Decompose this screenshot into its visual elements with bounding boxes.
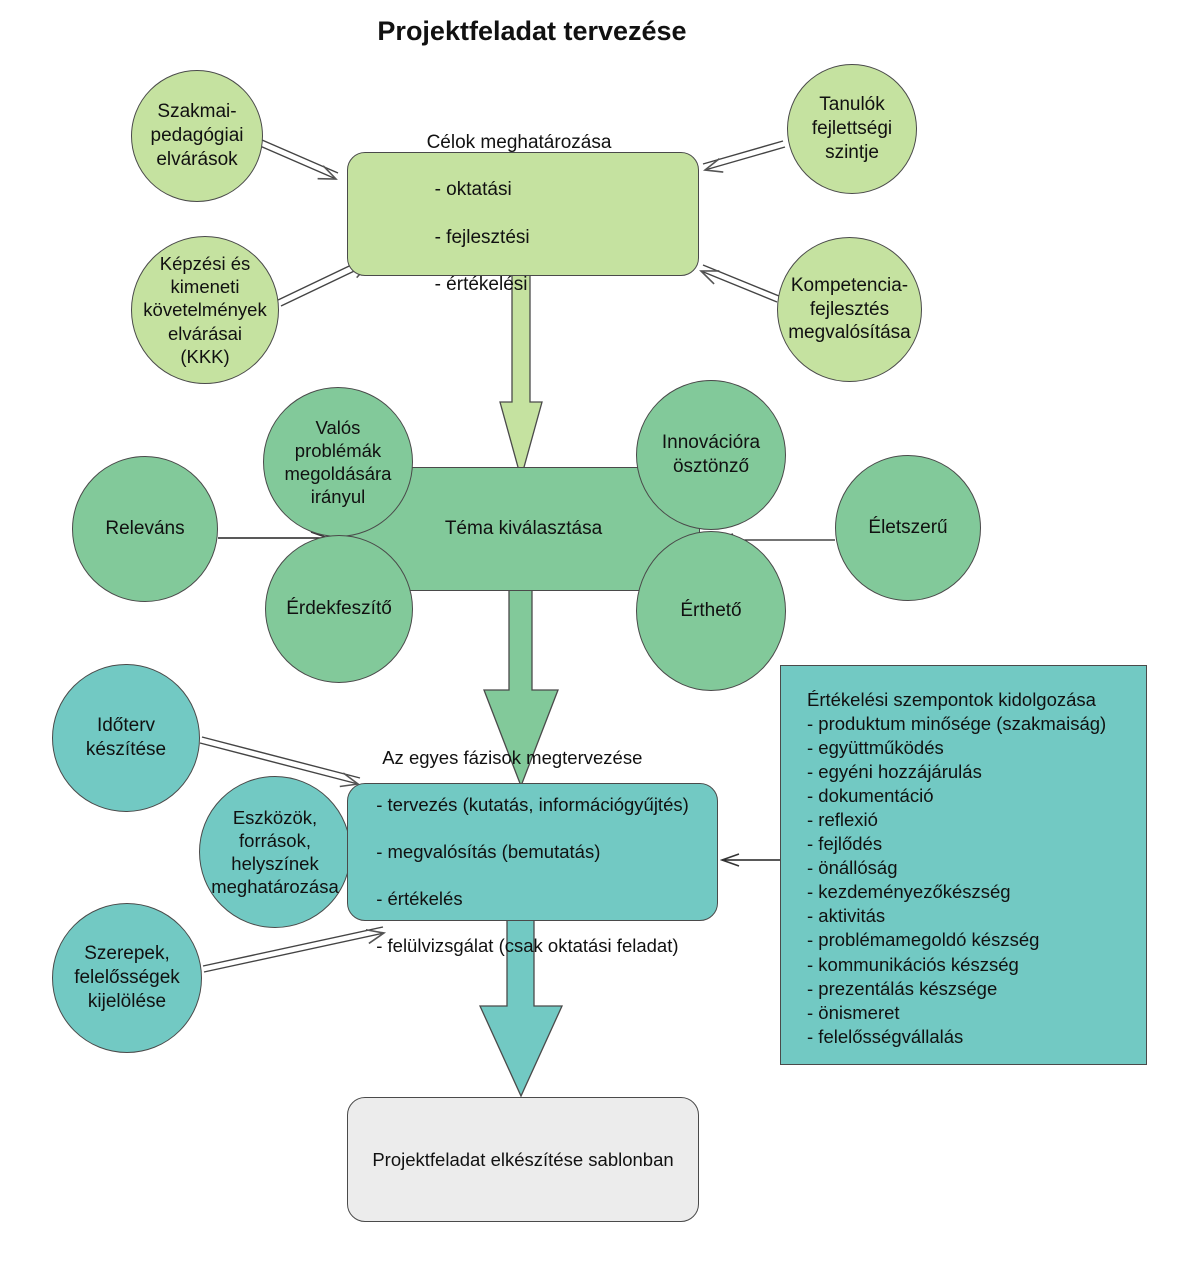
node-label: Érdekfeszítő <box>286 598 392 620</box>
node-ertheto: Érthető <box>636 531 786 691</box>
evaluation-item: - felelősségvállalás <box>807 1025 964 1047</box>
node-label: Innovációra ösztönző <box>661 432 761 477</box>
evaluation-item: - egyéni hozzájárulás <box>807 761 982 783</box>
arrow-tanulok-to-goals <box>702 140 786 170</box>
arrow-szerepek-to-phases <box>202 926 384 973</box>
evaluation-item: - együttműködés <box>807 737 944 759</box>
arrow-kompetencia-to-goals <box>701 264 780 303</box>
node-label: Időterv készítése <box>85 715 167 760</box>
node-label: Szerepek, felelősségek kijelölése <box>74 943 180 1012</box>
evaluation-item: - önállóság <box>807 857 898 879</box>
phases-header: Az egyes fázisok megtervezése <box>382 747 643 769</box>
evaluation-item: - kezdeményezőkészség <box>807 881 1011 903</box>
phases-item: - megvalósítás (bemutatás) <box>376 841 601 863</box>
node-relevans: Releváns <box>72 456 218 602</box>
goals-item: - fejlesztési <box>434 226 530 248</box>
node-eletszeru: Életszerű <box>835 455 981 601</box>
evaluation-item: - aktivitás <box>807 905 886 927</box>
node-innovaciora-osztonzo: Innovációra ösztönző <box>636 380 786 530</box>
final-box: Projektfeladat elkészítése sablonban <box>347 1097 699 1222</box>
node-erdekfeszito: Érdekfeszítő <box>265 535 413 683</box>
evaluation-item: - önismeret <box>807 1001 900 1023</box>
node-idoterv: Időterv készítése <box>52 664 200 812</box>
evaluation-item: - reflexió <box>807 809 878 831</box>
evaluation-header: Értékelési szempontok kidolgozása <box>807 689 1096 710</box>
evaluation-box: Értékelési szempontok kidolgozása - prod… <box>780 665 1147 1065</box>
evaluation-item: - produktum minősége (szakmaiság) <box>807 713 1107 735</box>
final-label: Projektfeladat elkészítése sablonban <box>372 1148 674 1170</box>
goals-item: - értékelési <box>434 274 528 296</box>
evaluation-item: - problémamegoldó készség <box>807 929 1040 951</box>
node-label: Szakmai- pedagógiai elvárások <box>150 101 244 170</box>
node-kepzesi-kovetelmenyek: Képzési és kimeneti követelmények elvárá… <box>131 236 279 384</box>
node-label: Életszerű <box>868 517 948 539</box>
block-arrow-topic-to-phases <box>483 581 559 788</box>
topic-label: Téma kiválasztása <box>444 518 603 540</box>
arrow-szakmai-to-goals <box>259 139 339 179</box>
node-label: Kompetencia- fejlesztés megvalósítása <box>788 274 911 344</box>
node-label: Eszközök, források, helyszínek meghatáro… <box>211 806 339 898</box>
goals-header: Célok meghatározása <box>426 131 612 153</box>
node-label: Képzési és kimeneti követelmények elvárá… <box>143 253 267 367</box>
block-arrow-phases-to-final <box>478 913 564 1098</box>
goals-item: - oktatási <box>434 179 512 201</box>
node-kompetenciafejlesztes: Kompetencia- fejlesztés megvalósítása <box>777 237 922 382</box>
phases-item: - felülvizsgálat (csak oktatási feladat) <box>376 935 679 957</box>
node-label: Tanulók fejlettségi szintje <box>811 94 893 163</box>
evaluation-item: - dokumentáció <box>807 785 934 807</box>
goals-box: Célok meghatározása - oktatási - fejlesz… <box>347 132 699 295</box>
node-label: Érthető <box>680 600 742 622</box>
node-eszkozok-forrasok: Eszközök, források, helyszínek meghatáro… <box>199 776 351 928</box>
phases-item: - tervezés (kutatás, információgyűjtés) <box>376 794 689 816</box>
block-arrow-goals-to-topic <box>499 271 543 481</box>
node-szakmai-pedagogiai: Szakmai- pedagógiai elvárások <box>131 70 263 202</box>
node-label: Valós problémák megoldására irányul <box>284 416 392 508</box>
evaluation-item: - kommunikációs készség <box>807 953 1019 975</box>
node-label: Releváns <box>105 518 185 540</box>
evaluation-item: - fejlődés <box>807 833 883 855</box>
arrow-idoterv-to-phases <box>199 736 361 784</box>
node-tanulok-fejlettseg: Tanulók fejlettségi szintje <box>787 64 917 194</box>
node-szerepek-felelossegek: Szerepek, felelősségek kijelölése <box>52 903 202 1053</box>
diagram-title: Projektfeladat tervezése <box>377 16 687 46</box>
node-valos-problemak: Valós problémák megoldására irányul <box>263 387 413 537</box>
evaluation-item: - prezentálás készsége <box>807 977 998 999</box>
phases-item: - értékelés <box>376 888 463 910</box>
phases-box: Az egyes fázisok megtervezése - tervezés… <box>347 747 718 956</box>
